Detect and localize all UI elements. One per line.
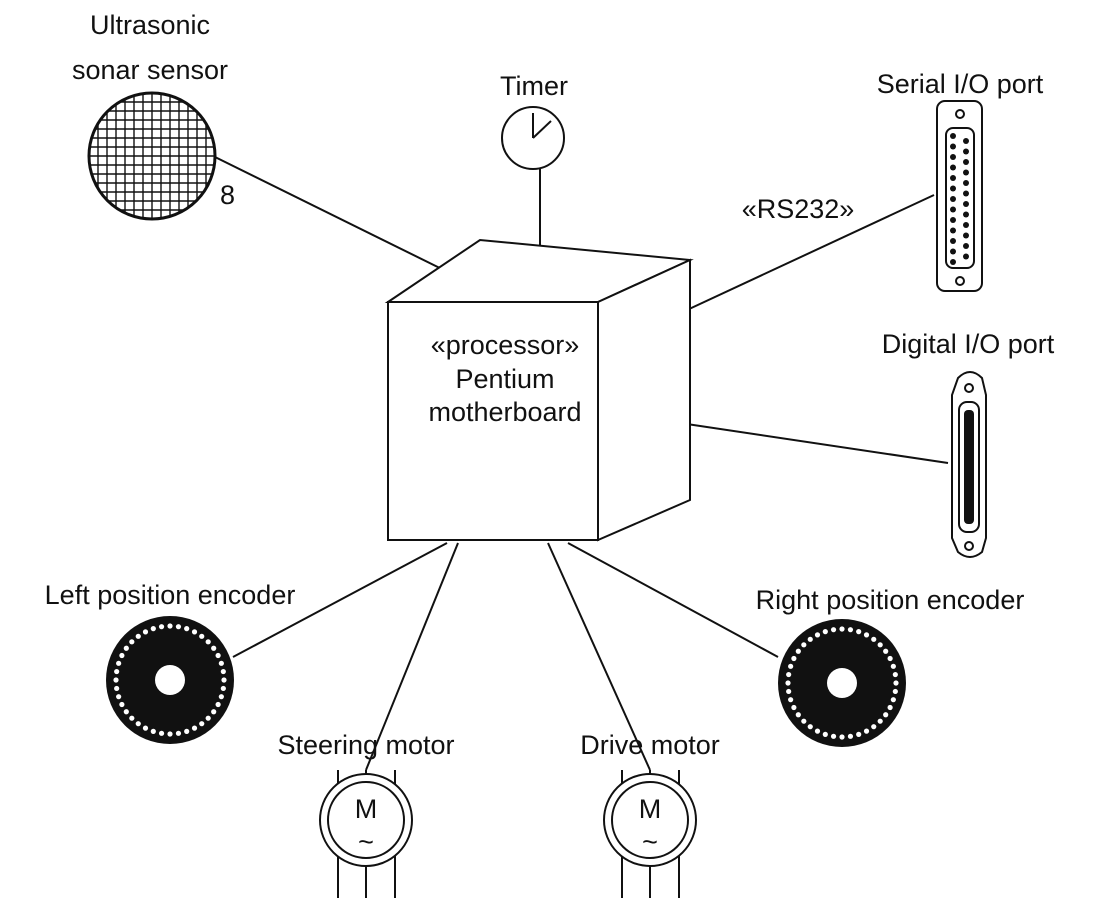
sonar-multiplicity: 8 <box>220 180 235 210</box>
left-encoder: Left position encoder <box>45 580 296 744</box>
sonar-label-line1: Ultrasonic <box>90 10 210 40</box>
right-encoder: Right position encoder <box>756 585 1025 747</box>
rs232-stereotype: «RS232» <box>742 194 855 224</box>
motor-ac-symbol: ~ <box>642 827 658 857</box>
timer: Timer <box>500 71 568 170</box>
connector-left-encoder <box>232 542 448 658</box>
motor-ac-symbol: ~ <box>358 827 374 857</box>
sonar-icon <box>87 91 217 221</box>
connections <box>214 156 949 771</box>
processor-name-line2: motherboard <box>428 397 581 427</box>
motor-symbol: M <box>639 794 662 824</box>
digital-port-label: Digital I/O port <box>882 329 1055 359</box>
processor-stereotype: «processor» <box>431 330 580 360</box>
right-encoder-label: Right position encoder <box>756 585 1025 615</box>
drive-motor: M ~ Drive motor <box>580 730 720 898</box>
processor-node: «processor» Pentium motherboard <box>384 238 694 542</box>
sonar-sensor: Ultrasonic sonar sensor 8 <box>72 10 235 221</box>
connector-serial <box>686 194 935 311</box>
connector-right-encoder <box>567 542 779 658</box>
sonar-label-line2: sonar sensor <box>72 55 228 85</box>
drive-motor-label: Drive motor <box>580 730 720 760</box>
steering-motor-label: Steering motor <box>277 730 454 760</box>
serial-port: Serial I/O port «RS232» <box>742 69 1044 292</box>
serial-port-label: Serial I/O port <box>877 69 1044 99</box>
left-encoder-label: Left position encoder <box>45 580 296 610</box>
motor-symbol: M <box>355 794 378 824</box>
timer-label: Timer <box>500 71 568 101</box>
connector-steering-motor <box>365 542 459 771</box>
processor-name-line1: Pentium <box>455 364 554 394</box>
connector-sonar <box>214 156 461 279</box>
digital-port: Digital I/O port <box>882 329 1055 558</box>
connector-digital <box>659 419 949 464</box>
connector-drive-motor <box>547 542 651 771</box>
steering-motor: M ~ Steering motor <box>277 730 455 898</box>
